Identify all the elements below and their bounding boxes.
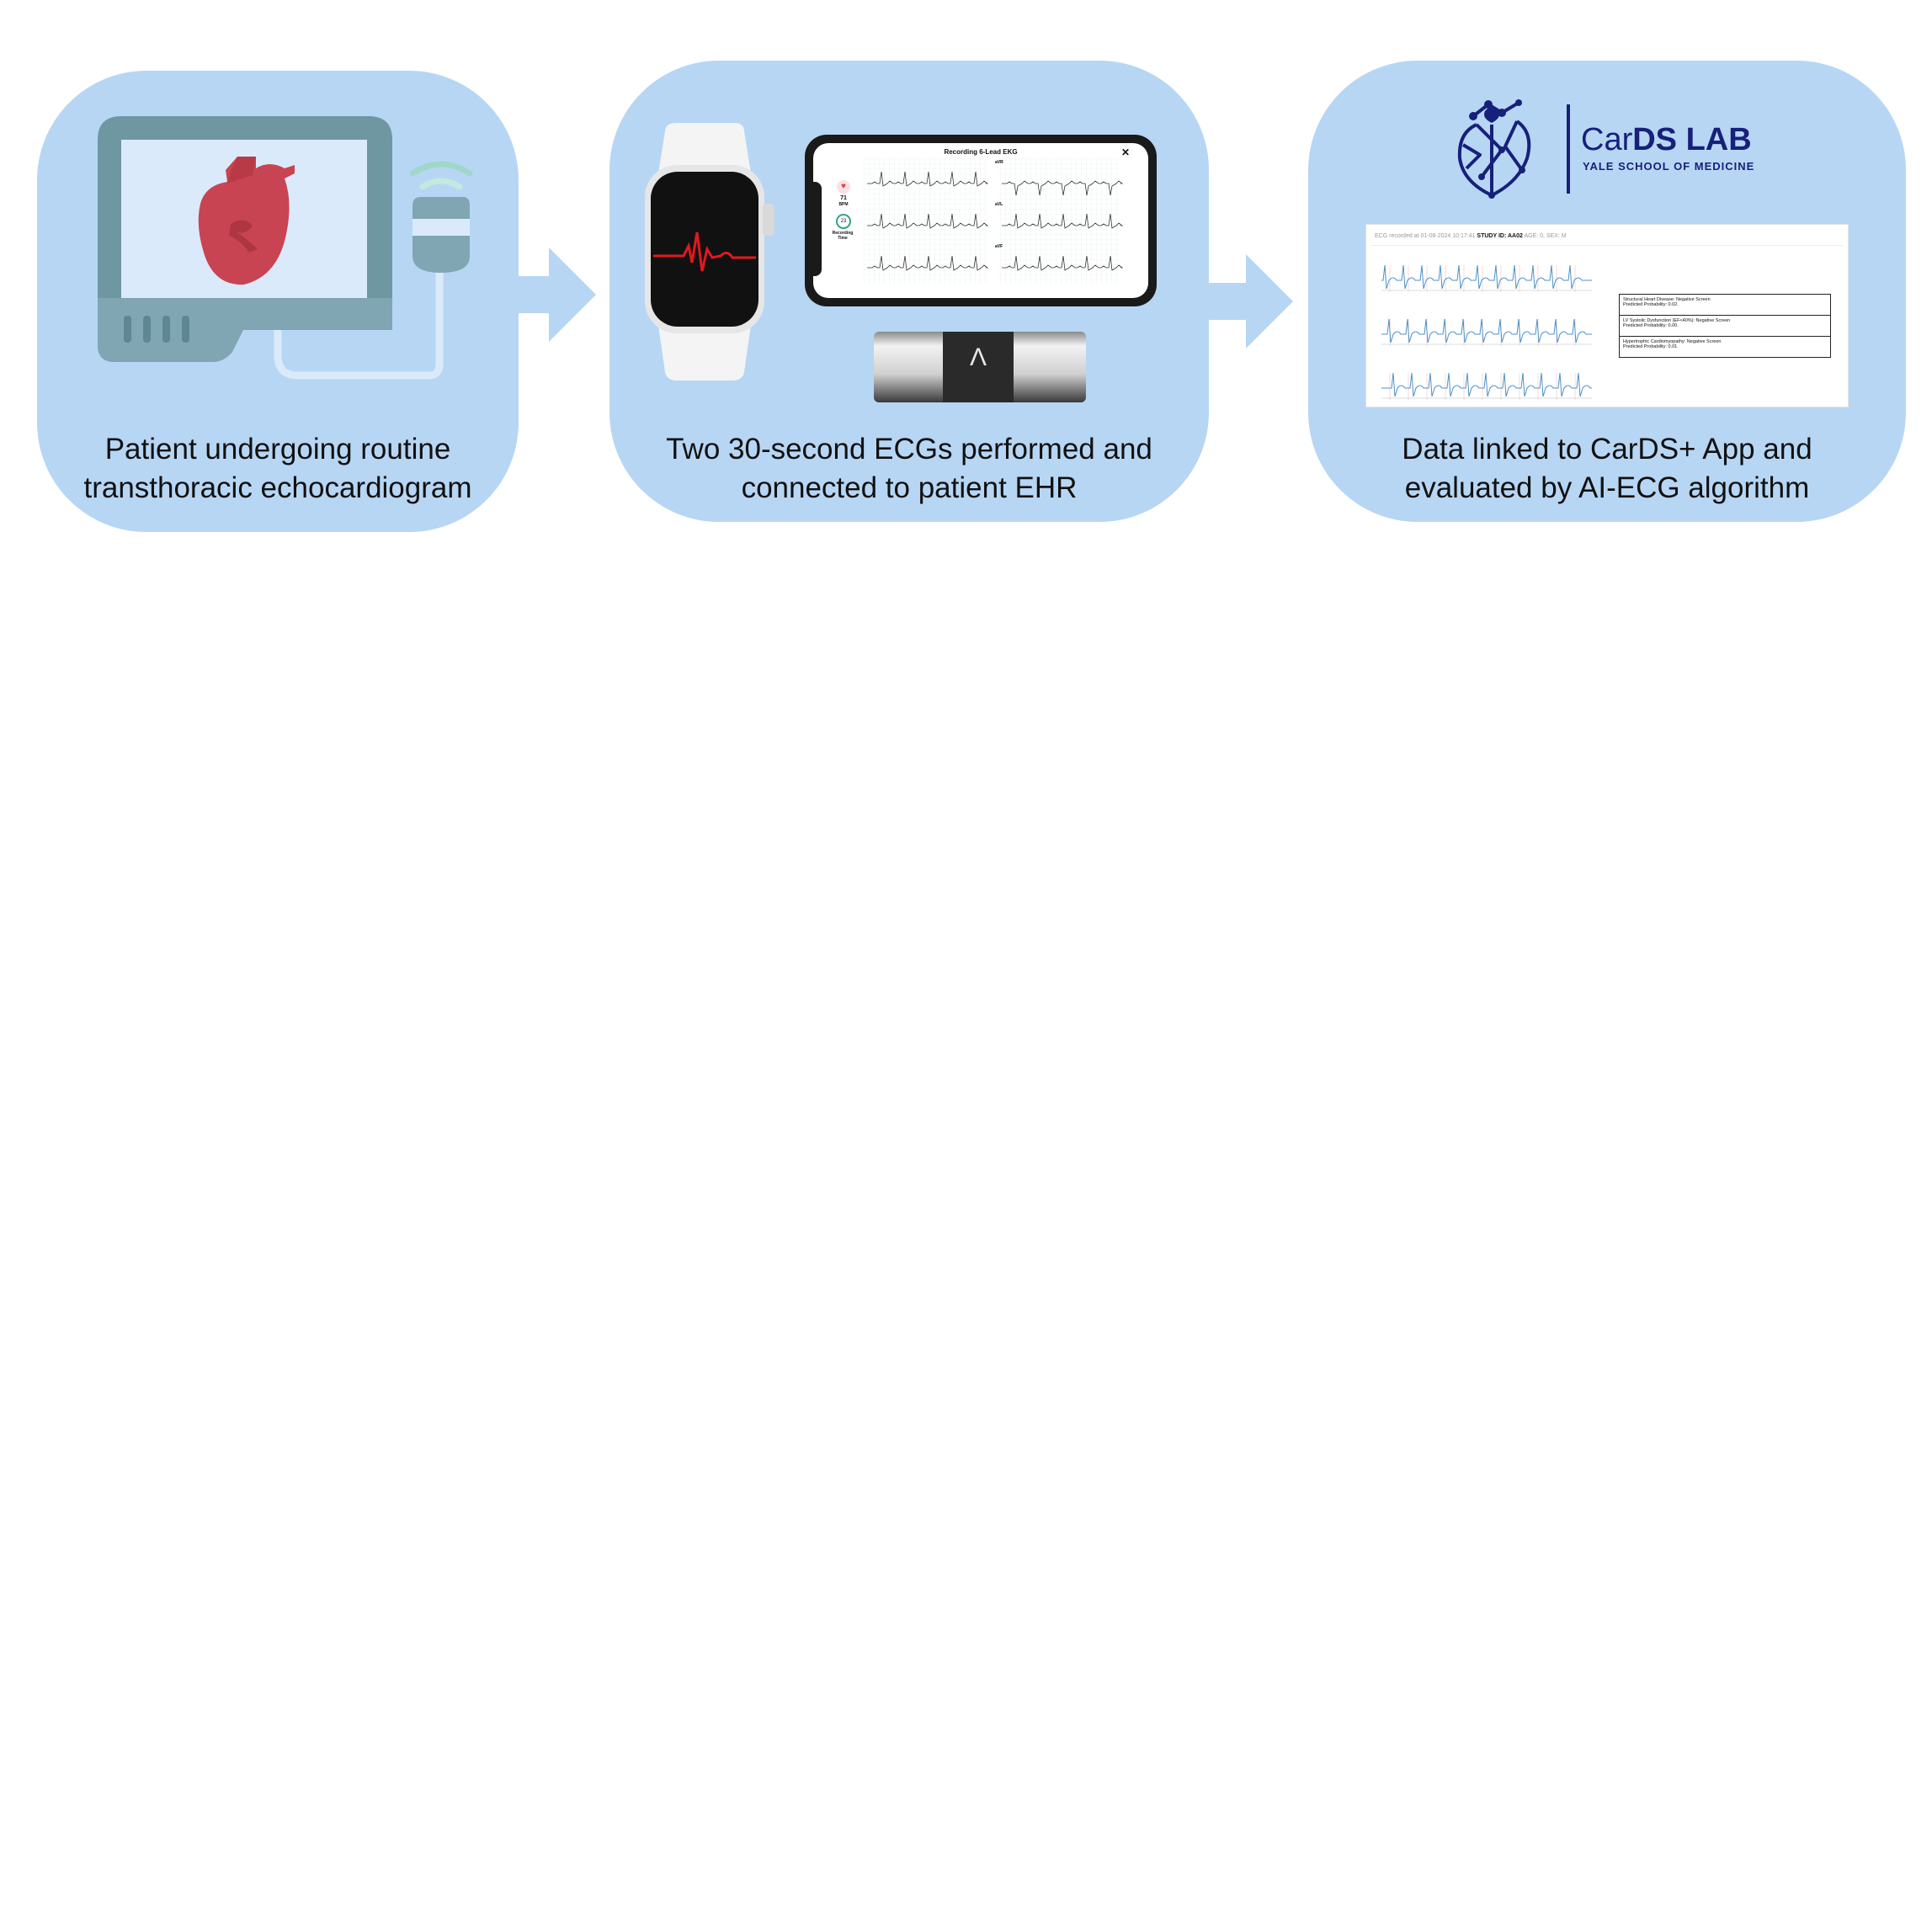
report-ecg-trace (1381, 264, 1592, 290)
report-results-box: Structural Heart Disease: Negative Scree… (1619, 294, 1831, 358)
step-3-caption-line1: Data linked to CarDS+ App and (1402, 433, 1812, 466)
result-row: Hypertrophic Cardiomyopathy: Negative Sc… (1620, 337, 1830, 357)
timer-label-line1: Recording (832, 231, 854, 236)
ecg-trace (867, 213, 989, 229)
logo-name-light: Car (1581, 122, 1633, 157)
bpm-label: BPM (838, 202, 849, 207)
report-study-id: STUDY ID: AA02 (1477, 233, 1523, 239)
report-ecg-strips (1381, 264, 1592, 400)
result-probability: Predicted Probability: 0.02. (1623, 302, 1679, 307)
report-timestamp: ECG recorded at 01-08-2024 10:17:41 (1375, 233, 1476, 239)
report-ecg-trace (1381, 318, 1592, 343)
timer-ring-icon: 23 (836, 214, 851, 229)
report-ecg-trace (1381, 372, 1592, 397)
step-2-panel: Recording 6-Lead EKG ✕ ♥ 71 BPM 23 Recor… (609, 61, 1209, 522)
step-3-caption-line2: evaluated by AI-ECG algorithm (1404, 471, 1810, 504)
ecg-trace (1002, 213, 1124, 229)
report-demographics: AGE: 0, SEX: M (1524, 233, 1567, 239)
logo-wordmark: CarDS LAB (1581, 121, 1752, 158)
bpm-value: 71 (840, 195, 847, 201)
arrow-icon (515, 247, 596, 342)
result-probability: Predicted Probability: 0.00. (1623, 323, 1679, 328)
step-2-caption: Two 30-second ECGs performed and connect… (609, 430, 1209, 508)
result-title: Hypertrophic Cardiomyopathy: Negative Sc… (1623, 339, 1722, 344)
phone-ecg-leads: IaVRIIaVLIIIaVF (864, 158, 1124, 285)
step-3-panel: CarDS LAB YALE SCHOOL OF MEDICINE ECG re… (1308, 61, 1906, 522)
step-2-caption-line2: connected to patient EHR (741, 471, 1078, 504)
ecg-trace (867, 255, 989, 271)
logo-subtitle: YALE SCHOOL OF MEDICINE (1583, 160, 1755, 173)
lead-label: aVR (995, 160, 1003, 165)
step-2-caption-line1: Two 30-second ECGs performed and (666, 433, 1152, 466)
arrow-icon (1206, 254, 1293, 349)
smartphone: Recording 6-Lead EKG ✕ ♥ 71 BPM 23 Recor… (805, 135, 1157, 306)
close-icon[interactable]: ✕ (1120, 146, 1130, 158)
report-header: ECG recorded at 01-08-2024 10:17:41 STUD… (1375, 233, 1567, 239)
report-header-rule (1371, 245, 1843, 246)
result-row: Structural Heart Disease: Negative Scree… (1620, 295, 1830, 316)
phone-title: Recording 6-Lead EKG (944, 148, 1018, 156)
result-title: LV Systolic Dysfunction (EF<40%): Negati… (1623, 318, 1731, 323)
logo-name-bold: DS LAB (1632, 122, 1752, 157)
step-1-panel: Patient undergoing routine transthoracic… (37, 71, 519, 532)
lead-label: aVL (995, 202, 1003, 207)
kardia-device-icon (874, 332, 1086, 402)
smartwatch-icon (645, 123, 774, 381)
cards-lab-heart-logo-icon (1457, 99, 1531, 199)
kardia-logo: Λ (969, 343, 987, 371)
logo-divider (1567, 104, 1570, 194)
result-probability: Predicted Probability: 0.01. (1623, 344, 1679, 349)
timer-label-line2: Time (838, 236, 848, 241)
step-3-caption: Data linked to CarDS+ App and evaluated … (1308, 430, 1906, 508)
ecg-trace (1002, 180, 1124, 196)
heart-rate-icon: ♥ (837, 180, 850, 194)
ecg-trace (867, 171, 989, 187)
step-1-caption-line2: transthoracic echocardiogram (83, 471, 472, 504)
result-title: Structural Heart Disease: Negative Scree… (1623, 297, 1711, 302)
ai-ecg-report: ECG recorded at 01-08-2024 10:17:41 STUD… (1365, 224, 1849, 407)
lead-label: aVF (995, 244, 1003, 249)
step-1-caption: Patient undergoing routine transthoracic… (37, 430, 519, 508)
step-1-caption-line1: Patient undergoing routine (104, 433, 451, 466)
result-row: LV Systolic Dysfunction (EF<40%): Negati… (1620, 316, 1830, 337)
ecg-trace (1002, 255, 1124, 271)
heart-icon (198, 157, 295, 285)
